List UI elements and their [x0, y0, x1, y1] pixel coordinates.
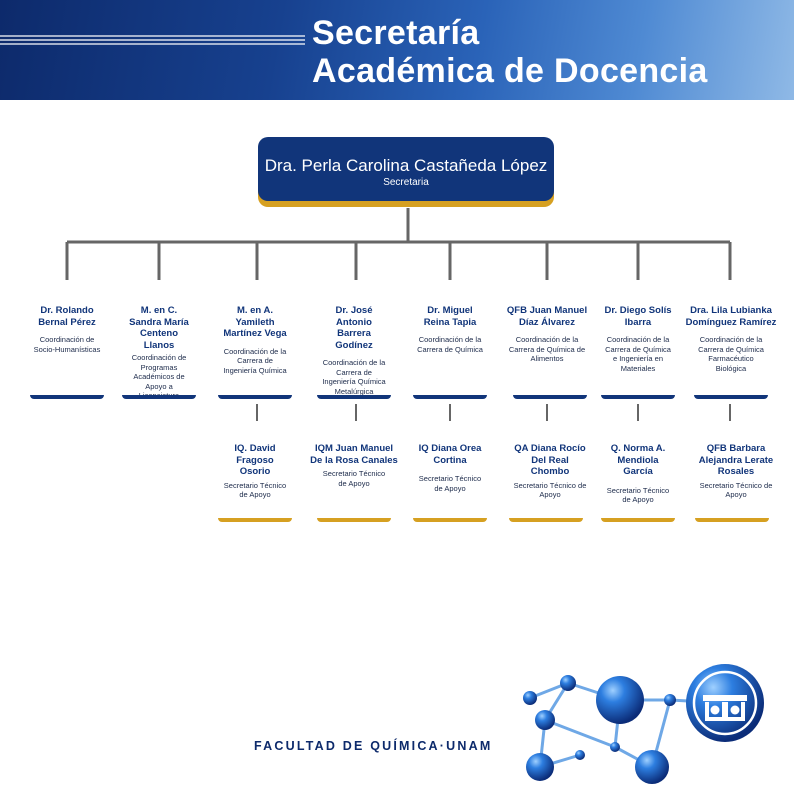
atom-sphere [523, 691, 537, 705]
assistant-role: Secretario Técnico de Apoyo [606, 485, 670, 505]
coordinator-name: M. en C. Sandra María Centeno Llanos [129, 305, 189, 351]
atom-sphere [560, 675, 576, 691]
assistant-card: QFB Barbara Alejandra Lerate Rosales Sec… [695, 443, 774, 522]
assistant-name: IQM Juan Manuel De la Rosa Canales [310, 443, 398, 466]
atom-sphere [535, 710, 555, 730]
coordinator-name: QFB Juan Manuel Díaz Álvarez [506, 305, 588, 328]
coordinator-card: M. en C. Sandra María Centeno Llanos Coo… [122, 305, 196, 401]
coordinator-role: Coordinación de la Carrera de Química Fa… [698, 335, 764, 373]
card-underline [317, 518, 391, 522]
coordinator-card: Dra. Lila Lubianka Domínguez Ramírez Coo… [683, 305, 779, 399]
card-underline [601, 395, 675, 399]
assistant-role: Secretario Técnico de Apoyo [223, 480, 287, 500]
assistant-name: QA Diana Rocío Del Real Chombo [514, 443, 586, 477]
coordinator-card: Dr. Diego Solís Ibarra Coordinación de l… [601, 305, 675, 399]
assistant-card: IQM Juan Manuel De la Rosa Canales Secre… [308, 443, 400, 522]
card-underline [601, 518, 675, 522]
coordinator-card: Dr. José Antonio Barrera Godínez Coordin… [317, 305, 391, 399]
card-underline [695, 518, 769, 522]
header-lines-decoration [0, 35, 305, 45]
coordinator-role: Coordinación de Socio-Humanísticas [33, 335, 101, 354]
page-title: Secretaría Académica de Docencia [312, 14, 708, 90]
card-underline [317, 395, 391, 399]
card-underline [30, 395, 104, 399]
coordinator-name: Dr. Rolando Bernal Pérez [38, 305, 96, 328]
top-node-secretaria: Dra. Perla Carolina Castañeda López Secr… [258, 137, 554, 201]
header-banner: Secretaría Académica de Docencia [0, 0, 794, 100]
coordinator-card: QFB Juan Manuel Díaz Álvarez Coordinació… [506, 305, 588, 399]
assistant-name: QFB Barbara Alejandra Lerate Rosales [698, 443, 774, 477]
assistant-role: Secretario Técnico de Apoyo [699, 480, 773, 500]
assistant-card: IQ. David Fragoso Osorio Secretario Técn… [218, 443, 292, 522]
assistant-name: IQ Diana Orea Cortina [418, 443, 482, 466]
coordinator-card: M. en A. Yamileth Martínez Vega Coordina… [218, 305, 292, 399]
coordinator-name: Dr. José Antonio Barrera Godínez [335, 305, 373, 351]
atom-sphere [664, 694, 676, 706]
coordinator-name: Dr. Miguel Reina Tapia [423, 305, 477, 328]
atom-sphere [575, 750, 585, 760]
coordinator-name: M. en A. Yamileth Martínez Vega [223, 305, 287, 339]
coordinator-card: Dr. Miguel Reina Tapia Coordinación de l… [413, 305, 487, 399]
coordinator-card: Dr. Rolando Bernal Pérez Coordinación de… [30, 305, 104, 399]
coordinator-name: Dra. Lila Lubianka Domínguez Ramírez [685, 305, 777, 328]
card-underline [513, 395, 587, 399]
coordinator-role: Coordinación de la Carrera de Ingeniería… [223, 346, 287, 375]
coordinator-role: Coordinación de la Carrera de Ingeniería… [322, 358, 386, 396]
footer-faculty-name: FACULTAD DE QUÍMICA·UNAM [254, 739, 493, 753]
assistant-role: Secretario Técnico de Apoyo [322, 469, 386, 488]
assistant-role: Secretario Técnico de Apoyo [513, 480, 587, 500]
atom-sphere [596, 676, 644, 724]
assistant-name: IQ. David Fragoso Osorio [234, 443, 276, 477]
page-title-line2: Académica de Docencia [312, 52, 708, 90]
atom-sphere [526, 753, 554, 781]
card-underline [509, 518, 583, 522]
card-underline [122, 395, 196, 399]
card-underline [218, 395, 292, 399]
coordinator-role: Coordinación de la Carrera de Química [417, 335, 483, 354]
top-node-name: Dra. Perla Carolina Castañeda López [264, 156, 548, 175]
card-underline [694, 395, 768, 399]
card-underline [218, 518, 292, 522]
page-title-line1: Secretaría [312, 14, 480, 52]
molecule-decoration [523, 664, 764, 784]
top-node-role: Secretaria [383, 177, 429, 188]
assistant-card: QA Diana Rocío Del Real Chombo Secretari… [509, 443, 588, 522]
coordinator-role: Coordinación de la Carrera de Química e … [605, 335, 671, 373]
atom-sphere [635, 750, 669, 784]
assistant-card: Q. Norma A. Mendiola García Secretario T… [601, 443, 675, 522]
unam-quimica-logo-icon [686, 664, 764, 742]
coordinator-role: Coordinación de Programas Académicos de … [131, 353, 187, 400]
card-underline [413, 395, 487, 399]
assistant-card: IQ Diana Orea Cortina Secretario Técnico… [413, 443, 487, 522]
assistant-name: Q. Norma A. Mendiola García [610, 443, 666, 477]
assistant-role: Secretario Técnico de Apoyo [418, 474, 482, 493]
coordinator-role: Coordinación de la Carrera de Química de… [508, 335, 586, 363]
atom-sphere [610, 742, 620, 752]
coordinator-name: Dr. Diego Solís Ibarra [604, 305, 672, 328]
card-underline [413, 518, 487, 522]
